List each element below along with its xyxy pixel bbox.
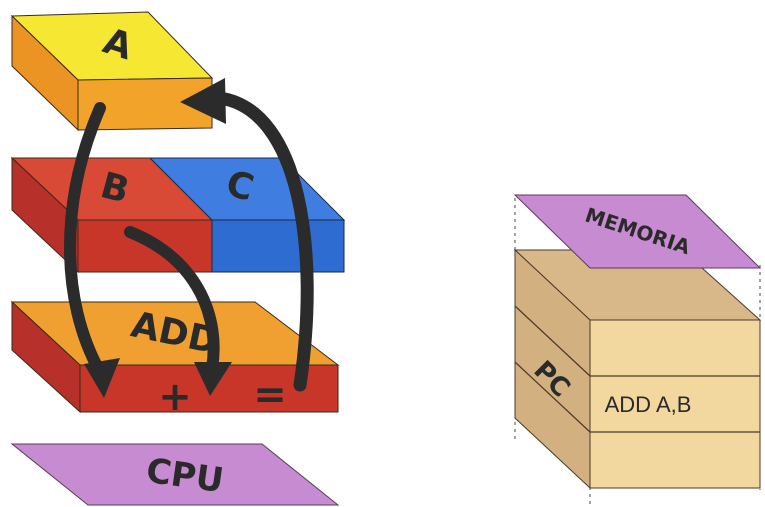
cpu-base-plate: CPU bbox=[10, 443, 340, 506]
memory-instruction-label: ADD A,B bbox=[605, 392, 692, 417]
register-a-block: A bbox=[10, 11, 214, 132]
alu-block: ADD + = bbox=[10, 300, 340, 420]
memory-lid bbox=[513, 194, 762, 269]
data-flow-arrows bbox=[64, 78, 314, 398]
arrow-result-to-a-head-icon bbox=[180, 78, 226, 124]
arrow-a-to-alu-head-icon bbox=[84, 358, 120, 398]
equals-symbol: = bbox=[253, 372, 287, 418]
arrow-b-to-alu-icon bbox=[124, 226, 220, 374]
cpu-stack: CPU ADD + = B C bbox=[10, 11, 346, 506]
memory-stack: ADD A,B PC MEMORIA bbox=[513, 194, 762, 505]
memory-cell-lines bbox=[514, 305, 760, 433]
arrow-a-to-alu-icon bbox=[64, 102, 106, 378]
arrow-result-to-a-icon bbox=[213, 91, 314, 392]
arrow-b-to-alu-head-icon bbox=[194, 362, 232, 396]
plus-symbol: + bbox=[158, 374, 192, 420]
